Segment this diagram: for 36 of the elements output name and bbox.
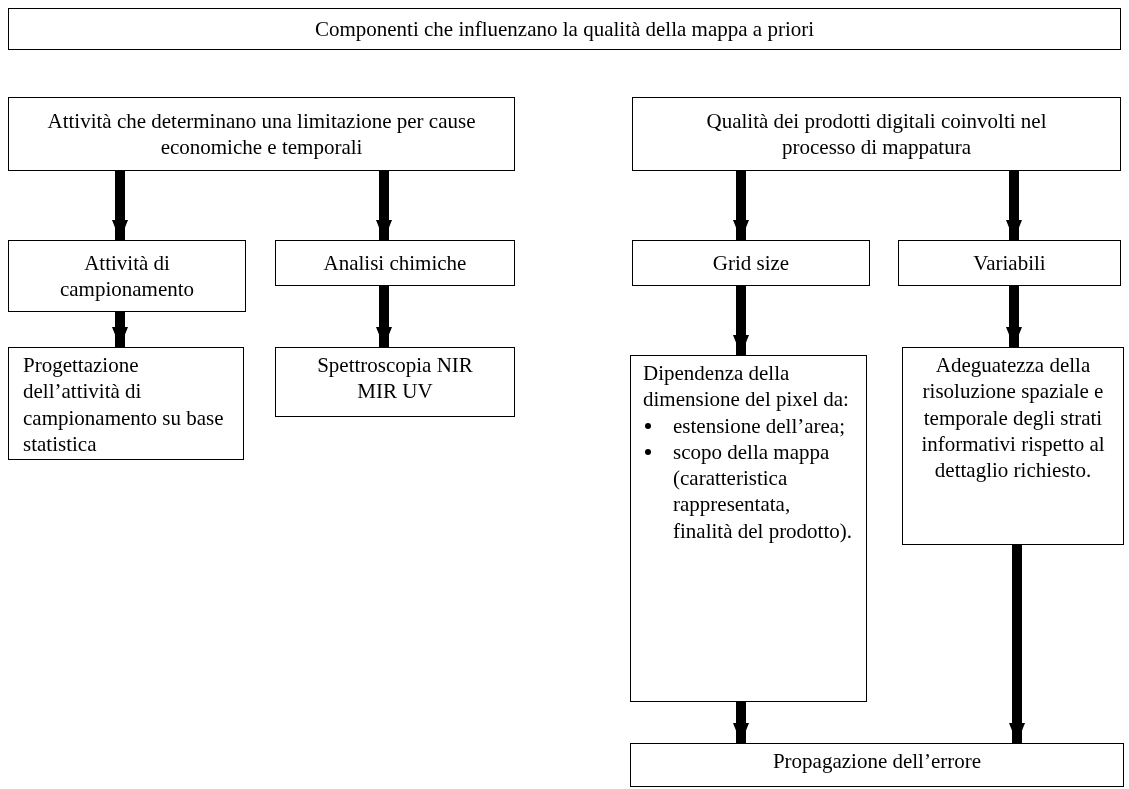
arrow xyxy=(112,171,128,240)
list-item: estensione dell’area; xyxy=(673,412,845,439)
box-text: Progettazione dell’attività di campionamento su base statistica xyxy=(23,352,225,457)
box-text: Analisi chimiche xyxy=(322,249,468,277)
arrow xyxy=(376,286,392,347)
list-item: scopo della mappa (caratteristica rappresentata, finalità del prodotto). xyxy=(673,438,854,544)
process-box xyxy=(8,240,246,312)
arrow xyxy=(733,171,749,240)
box-text: Adeguatezza della risoluzione spaziale e temporale degli strati informativi rispetto al dettaglio richiesto. xyxy=(920,352,1106,484)
process-box xyxy=(630,743,1124,787)
box-text: Attività che determinano una limitazione per cause economiche e temporali xyxy=(46,107,477,161)
process-box xyxy=(632,97,1121,171)
process-box xyxy=(275,240,515,286)
process-box xyxy=(275,347,515,417)
box-text: Dipendenza della dimensione del pixel da: xyxy=(643,360,850,413)
arrow xyxy=(1009,545,1025,743)
arrow xyxy=(376,171,392,240)
process-box xyxy=(632,240,870,286)
arrow xyxy=(112,312,128,347)
arrow xyxy=(733,702,749,743)
process-box xyxy=(8,8,1121,50)
arrow xyxy=(1006,286,1022,347)
process-box xyxy=(8,347,244,460)
arrow xyxy=(1006,171,1022,240)
box-text: Grid size xyxy=(711,249,791,277)
box-text: Qualità dei prodotti digitali coinvolti nel processo di mappatura xyxy=(705,107,1048,161)
box-text: Spettroscopia NIR MIR UV xyxy=(316,352,474,405)
process-box xyxy=(898,240,1121,286)
box-text: Componenti che influenzano la qualità della mappa a priori xyxy=(313,15,816,43)
box-text: Propagazione dell’errore xyxy=(771,748,983,775)
process-box xyxy=(630,355,867,702)
box-text: Variabili xyxy=(972,249,1047,277)
arrow xyxy=(733,286,749,355)
box-text: Attività di campionamento xyxy=(58,249,196,303)
process-box xyxy=(902,347,1124,545)
process-box xyxy=(8,97,515,171)
